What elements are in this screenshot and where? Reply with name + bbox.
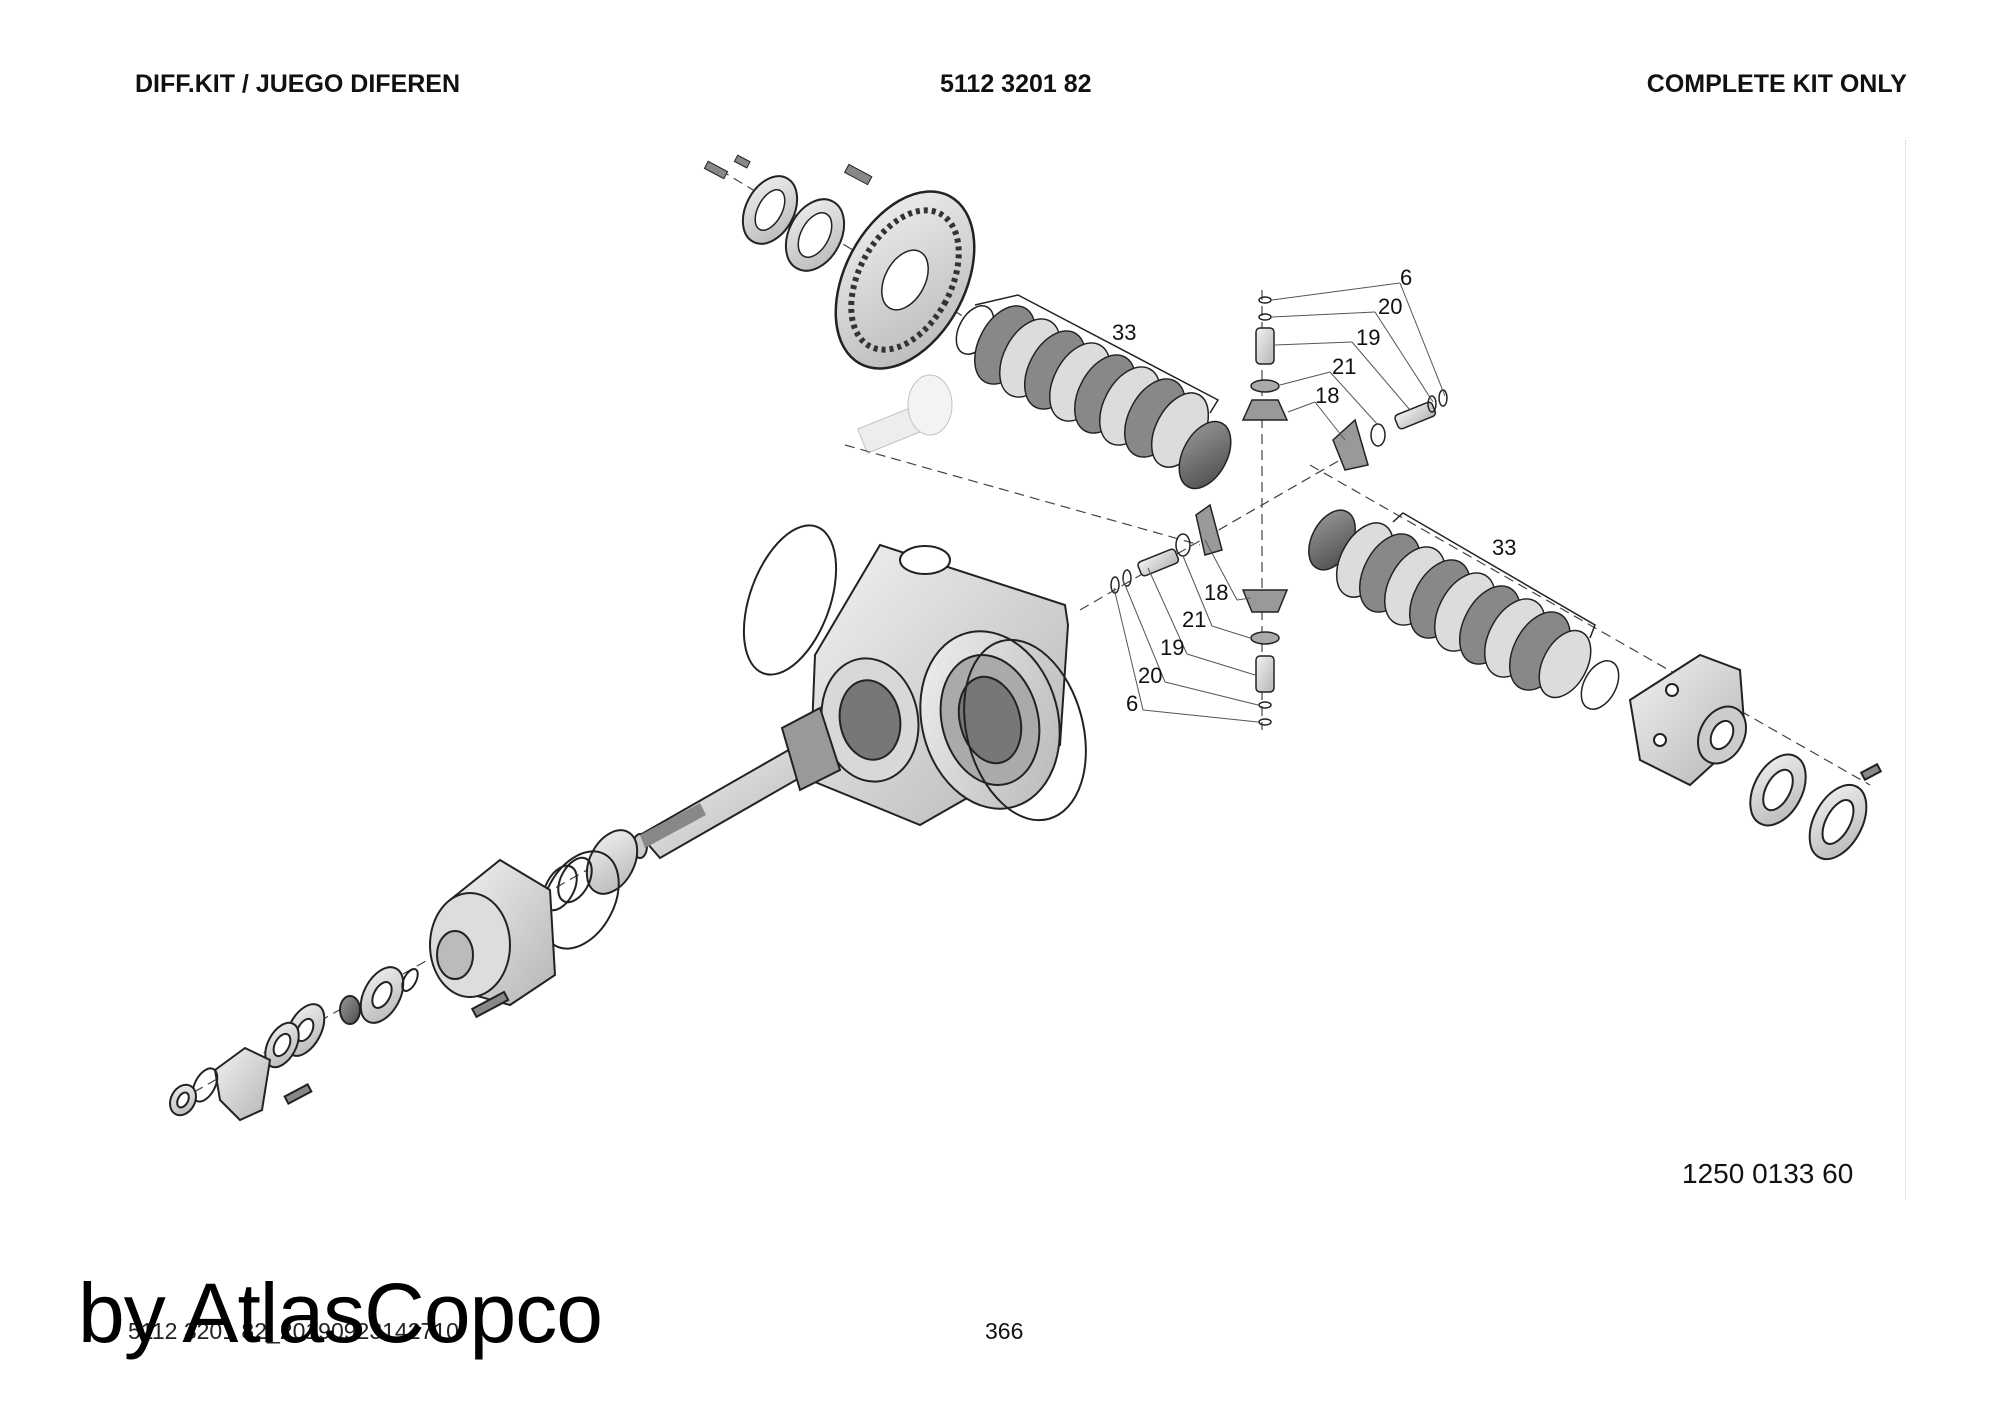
axle-housing (742, 524, 1087, 827)
differential-case (1628, 653, 1747, 787)
callout-top-18: 18 (1315, 383, 1339, 408)
kit-part-number: 5112 3201 82 (940, 70, 1092, 98)
callout-top-21: 21 (1332, 354, 1356, 379)
housing-o-ring-top (742, 524, 838, 676)
watermark: by AtlasCopco (78, 1266, 603, 1360)
upper-ring-gear-group (703, 154, 976, 370)
kit-title: DIFF.KIT / JUEGO DIFEREN (135, 70, 461, 98)
pinion-ghost (857, 374, 953, 454)
callout-bottom-6: 6 (1126, 691, 1138, 716)
callout-bottom-19: 19 (1160, 635, 1184, 660)
lower-disc-pack (1308, 509, 1620, 710)
input-flange-group (169, 829, 639, 1122)
lower-disc-pack-bracket (1392, 512, 1596, 639)
right-bearing-and-nut (1749, 753, 1883, 861)
callout-upper-33: 33 (1112, 320, 1136, 345)
callout-top-6: 6 (1400, 265, 1412, 290)
page-number: 366 (985, 1318, 1024, 1344)
callout-top-20: 20 (1378, 294, 1402, 319)
differential-spider-parts (1110, 296, 1448, 726)
callout-bottom-21: 21 (1182, 607, 1206, 632)
drawing-number: 1250 0133 60 (1682, 1158, 1854, 1189)
upper-disc-pack (955, 305, 1232, 490)
file-id: 5112 3201 82_20190923142710 (128, 1318, 459, 1344)
page-frame-line (1905, 140, 1906, 1200)
callout-bottom-20: 20 (1138, 663, 1162, 688)
housing-o-ring-side (963, 638, 1087, 822)
upper-disc-pack-bracket (974, 294, 1220, 414)
callout-top-19: 19 (1356, 325, 1380, 350)
callout-bottom-18: 18 (1204, 580, 1228, 605)
kit-note: COMPLETE KIT ONLY (1646, 70, 1907, 98)
pinion-shaft (632, 706, 842, 860)
callout-leaders (1113, 282, 1446, 723)
callout-lower-33: 33 (1492, 535, 1516, 560)
